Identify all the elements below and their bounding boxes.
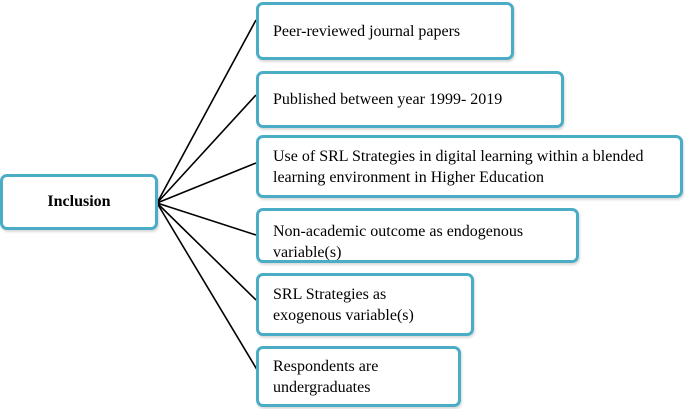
criterion-box-publication-years: Published between year 1999- 2019 — [256, 71, 564, 128]
inclusion-root-box: Inclusion — [0, 174, 158, 230]
criterion-box-peer-reviewed: Peer-reviewed journal papers — [256, 2, 514, 60]
connector-line-1 — [156, 19, 257, 204]
criterion-label: Published between year 1999- 2019 — [273, 91, 503, 108]
connector-line-4 — [156, 202, 257, 236]
criterion-box-non-academic-outcome: Non-academic outcome as endogenous varia… — [256, 208, 579, 263]
connector-line-5 — [156, 202, 257, 301]
criterion-label: Respondents are undergraduates — [273, 357, 379, 396]
inclusion-root-label: Inclusion — [47, 193, 111, 210]
criterion-label: SRL Strategies as exogenous variable(s) — [273, 285, 414, 324]
criterion-label: Use of SRL Strategies in digital learnin… — [273, 147, 644, 186]
criterion-box-srl-digital-learning: Use of SRL Strategies in digital learnin… — [256, 135, 683, 198]
criterion-label: Peer-reviewed journal papers — [273, 22, 461, 40]
criterion-box-undergraduates: Respondents are undergraduates — [256, 346, 461, 407]
connector-line-3 — [156, 162, 257, 204]
connector-line-6 — [156, 202, 263, 379]
criterion-box-srl-exogenous: SRL Strategies as exogenous variable(s) — [256, 273, 474, 336]
connector-line-2 — [156, 94, 257, 204]
criterion-label: Non-academic outcome as endogenous varia… — [273, 223, 524, 261]
